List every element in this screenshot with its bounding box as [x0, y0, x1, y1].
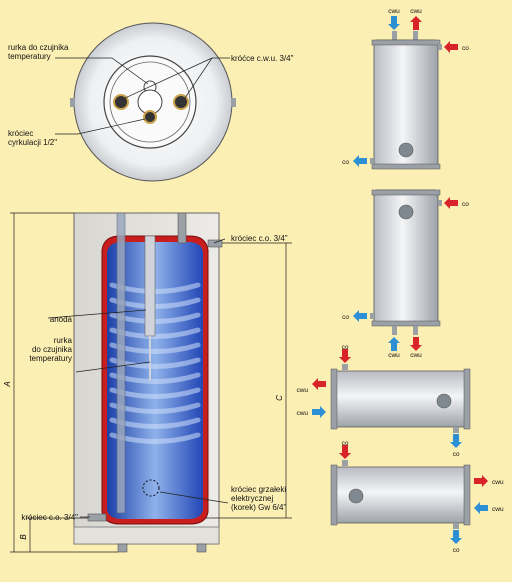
- top-hot-cold-label: króćce c.w.u. 3/4": [231, 54, 294, 63]
- heater-port: [398, 204, 414, 220]
- cold-water-label: cwu: [492, 506, 504, 513]
- cold-water-arrow-icon: [388, 337, 400, 351]
- heating-inlet-label: co: [462, 45, 469, 52]
- cold-water-port-icon: [173, 94, 189, 110]
- cold-water-arrow-icon: [312, 406, 326, 418]
- co-top-label: króciec c.o. 3/4": [231, 234, 288, 243]
- hot-water-label: cwu: [410, 8, 422, 15]
- heating-outlet-arrow-icon: [450, 530, 462, 544]
- hot-water-port-icon: [113, 94, 129, 110]
- hot-water-arrow-icon: [312, 378, 326, 390]
- base-plinth: [73, 526, 220, 545]
- circulation-port-icon: [143, 110, 157, 124]
- variant-horizontal-left: [330, 364, 471, 433]
- cold-water-dip-pipe: [116, 212, 126, 514]
- hot-water-arrow-icon: [410, 16, 422, 30]
- variant-vertical-bottom: [370, 189, 442, 335]
- hot-water-outlet-pipe: [177, 212, 187, 244]
- heating-outlet-label: co: [453, 451, 460, 458]
- top-view-side-stub: [231, 98, 236, 107]
- heater-port: [436, 393, 452, 409]
- anode-rod: [144, 235, 156, 337]
- dim-a-label: A: [3, 381, 12, 387]
- heating-inlet-label: co: [462, 201, 469, 208]
- hot-water-arrow-icon: [474, 475, 488, 487]
- heater-port: [398, 142, 414, 158]
- heating-inlet-arrow-icon: [339, 349, 351, 363]
- cold-water-arrow-icon: [474, 502, 488, 514]
- heating-outlet-label: co: [453, 547, 460, 554]
- variant-horizontal-right: [330, 460, 471, 529]
- cold-water-label: cwu: [388, 352, 400, 359]
- heating-inlet-label: co: [342, 440, 349, 447]
- heating-inlet-arrow-icon: [444, 197, 458, 209]
- hot-water-label: cwu: [492, 479, 504, 486]
- anode-label: anoda: [50, 315, 73, 324]
- heating-inlet-arrow-icon: [444, 41, 458, 53]
- cold-water-arrow-icon: [388, 16, 400, 30]
- heating-inlet-arrow-icon: [339, 445, 351, 459]
- heating-outlet-arrow-icon: [353, 155, 367, 167]
- foot: [117, 543, 128, 553]
- hot-water-label: cwu: [410, 352, 422, 359]
- hot-water-arrow-icon: [410, 337, 422, 351]
- hot-water-label: cwu: [296, 387, 308, 394]
- flow-arrows: cwu cwu co co co co cwu cwu co cwu cwu co co cwu cwu co: [296, 8, 504, 554]
- heater-port: [142, 479, 160, 497]
- cold-water-label: cwu: [296, 410, 308, 417]
- heating-outlet-arrow-icon: [450, 434, 462, 448]
- heating-inlet-label: co: [342, 344, 349, 351]
- top-view-side-stub: [70, 98, 75, 107]
- dim-b-label: B: [19, 534, 28, 540]
- heater-port: [348, 488, 364, 504]
- co-port-top: [207, 239, 223, 248]
- cold-water-label: cwu: [388, 8, 400, 15]
- heating-outlet-arrow-icon: [353, 310, 367, 322]
- top-view-flange-inner: [109, 61, 191, 143]
- variant-vertical-top: [370, 31, 442, 170]
- heating-outlet-label: co: [342, 159, 349, 166]
- co-port-bottom: [87, 513, 107, 522]
- co-bottom-label: króciec c.o. 3/4": [21, 513, 78, 522]
- dim-c-label: C: [275, 395, 284, 401]
- heating-outlet-label: co: [342, 314, 349, 321]
- foot: [196, 543, 207, 553]
